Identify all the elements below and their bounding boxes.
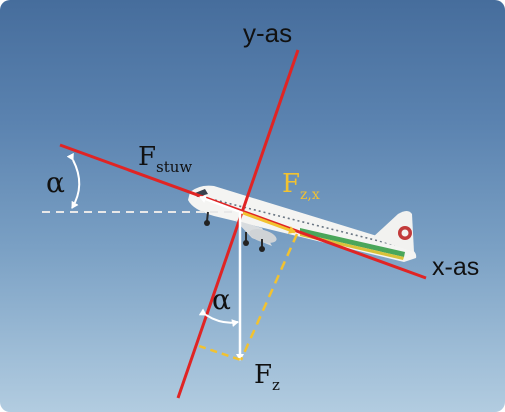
weight-label: Fz [254,360,280,394]
thrust-vector-arrow [199,195,244,215]
force-component-symbol: F [282,169,300,199]
angle-label-bottom: α [212,283,231,316]
force-component-arrow [242,211,296,234]
y-axis-line [176,49,300,399]
thrust-subscript: stuw [156,158,192,176]
weight-subscript: z [272,376,280,394]
weight-symbol: F [254,360,272,390]
force-component-label: Fz,x [282,169,320,203]
decomposition-line-perpendicular [198,344,242,362]
angle-label-left: α [46,166,65,199]
decomposition-line-parallel [239,233,299,361]
angle-arc-bottom [198,308,239,328]
thrust-label: Fstuw [138,142,192,176]
y-axis-label: y-as [243,18,292,48]
angle-arc-left [66,152,81,209]
x-axis-label: x-as [432,253,479,281]
force-component-subscript: z,x [300,187,320,203]
thrust-symbol: F [138,142,156,172]
